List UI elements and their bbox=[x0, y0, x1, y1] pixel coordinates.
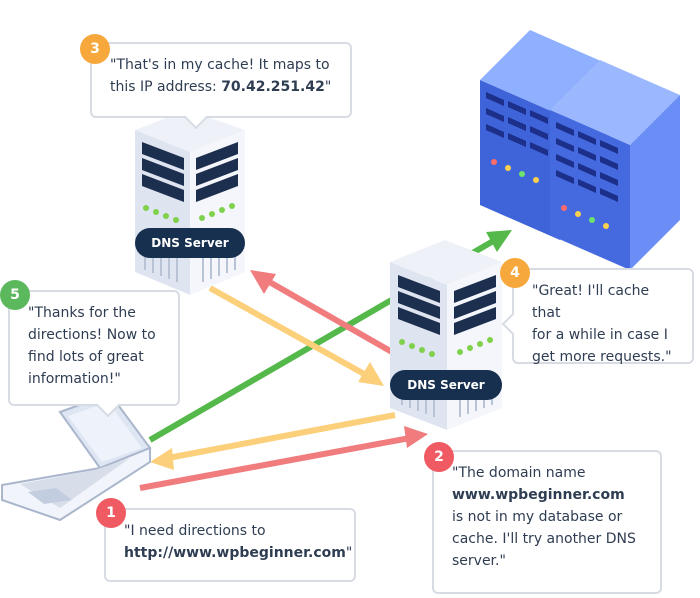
server-vents bbox=[486, 92, 618, 229]
step-4-badge: 4 bbox=[500, 258, 530, 288]
yellow-arrow-1 bbox=[167, 412, 396, 461]
step-2-line-4: cache. I'll try another DNS bbox=[452, 531, 636, 547]
vent bbox=[578, 147, 596, 161]
red-arrowhead-1 bbox=[404, 426, 428, 448]
step-3-badge: 3 bbox=[80, 34, 110, 64]
vent bbox=[556, 154, 574, 168]
vent bbox=[556, 138, 574, 152]
yellow-arrowhead-1 bbox=[150, 448, 174, 470]
step-2-line-5: server." bbox=[452, 553, 506, 569]
server-light bbox=[589, 217, 595, 223]
vent bbox=[530, 142, 548, 156]
vent bbox=[530, 110, 548, 124]
step-5-line-4: information!" bbox=[28, 371, 121, 387]
green-arrowhead bbox=[486, 230, 512, 252]
yellow-arrowhead-2 bbox=[358, 362, 384, 386]
step-1-bubble: "I need directions to http://www.wpbegin… bbox=[104, 508, 356, 582]
step-3-line-2: this IP address: 70.42.251.42" bbox=[110, 79, 332, 95]
step-2-line-3: is not in my database or bbox=[452, 509, 623, 525]
vent bbox=[578, 131, 596, 145]
step-5-badge: 5 bbox=[0, 280, 30, 310]
step-1-line-2: http://www.wpbeginner.com" bbox=[124, 545, 353, 561]
dns-server-2-icon bbox=[390, 240, 502, 430]
step-5-bubble: "Thanks for the directions! Now to find … bbox=[8, 290, 180, 406]
vent bbox=[486, 92, 504, 106]
vent bbox=[600, 188, 618, 202]
step-4-line-2: for a while in case I bbox=[532, 327, 668, 343]
vent bbox=[486, 124, 504, 138]
server-light bbox=[491, 159, 497, 165]
server-light bbox=[519, 171, 525, 177]
vent bbox=[486, 108, 504, 122]
laptop-icon bbox=[0, 392, 152, 522]
server-light bbox=[505, 165, 511, 171]
step-2-badge: 2 bbox=[424, 442, 454, 472]
red-arrowhead-2 bbox=[250, 270, 276, 294]
step-1-badge: 1 bbox=[96, 498, 126, 528]
vent bbox=[508, 101, 526, 115]
vent bbox=[600, 172, 618, 186]
red-arrow-2 bbox=[264, 277, 394, 355]
step-3-bubble: "That's in my cache! It maps to this IP … bbox=[90, 42, 352, 118]
vent bbox=[508, 117, 526, 131]
step-5-line-3: find lots of great bbox=[28, 349, 144, 365]
vent bbox=[508, 133, 526, 147]
step-2-line-1: "The domain name bbox=[452, 465, 586, 481]
vent bbox=[530, 126, 548, 140]
step-5-line-1: "Thanks for the bbox=[28, 305, 136, 321]
dns-server-1-label: DNS Server bbox=[135, 228, 245, 258]
vent bbox=[556, 122, 574, 136]
step-1-line-1: "I need directions to bbox=[124, 523, 266, 539]
step-2-line-2: www.wpbeginner.com bbox=[452, 487, 625, 503]
red-arrow-1 bbox=[139, 435, 411, 491]
step-4-line-1: "Great! I'll cache that bbox=[532, 283, 650, 321]
vent bbox=[600, 140, 618, 154]
step-4-bubble: "Great! I'll cache that for a while in c… bbox=[512, 268, 694, 365]
vent bbox=[556, 170, 574, 184]
vent bbox=[578, 163, 596, 177]
yellow-arrow-2 bbox=[208, 285, 368, 378]
server-light bbox=[533, 177, 539, 183]
server-light bbox=[561, 205, 567, 211]
server-light bbox=[575, 211, 581, 217]
server-light bbox=[603, 223, 609, 229]
vent bbox=[578, 179, 596, 193]
dns-server-2-label: DNS Server bbox=[390, 370, 502, 400]
step-4-line-3: get more requests." bbox=[532, 349, 672, 365]
dns-server-1-icon bbox=[135, 110, 245, 295]
vent bbox=[600, 156, 618, 170]
step-2-bubble: "The domain name www.wpbeginner.com is n… bbox=[432, 450, 662, 594]
step-5-line-2: directions! Now to bbox=[28, 327, 156, 343]
step-3-line-1: "That's in my cache! It maps to bbox=[110, 57, 330, 73]
